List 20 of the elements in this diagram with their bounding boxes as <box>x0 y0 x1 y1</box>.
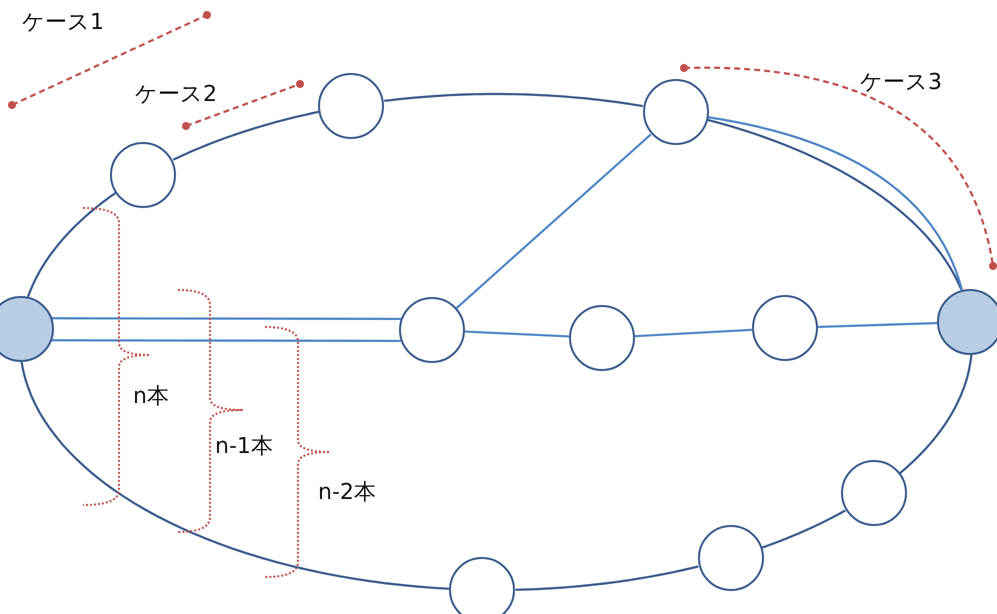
connector-line <box>464 330 570 338</box>
case-label: ケース1 <box>22 12 104 34</box>
connector-line <box>899 354 972 474</box>
connector-line <box>20 362 450 590</box>
case-label: ケース3 <box>860 72 942 94</box>
count-label: n本 <box>133 386 169 408</box>
node-circle <box>0 296 54 362</box>
connector-line <box>27 192 117 297</box>
connector-line <box>172 110 320 161</box>
connector-line <box>761 509 846 549</box>
connector-line <box>52 339 401 342</box>
connector-line <box>384 92 643 108</box>
connector-line <box>52 317 401 320</box>
connector-line <box>456 134 652 309</box>
count-label: n-1本 <box>215 436 273 458</box>
connector-line <box>818 322 938 328</box>
count-label: n-2本 <box>318 482 376 504</box>
connector-line <box>515 565 699 591</box>
connector-line <box>634 328 752 338</box>
case-label: ケース2 <box>135 84 217 106</box>
